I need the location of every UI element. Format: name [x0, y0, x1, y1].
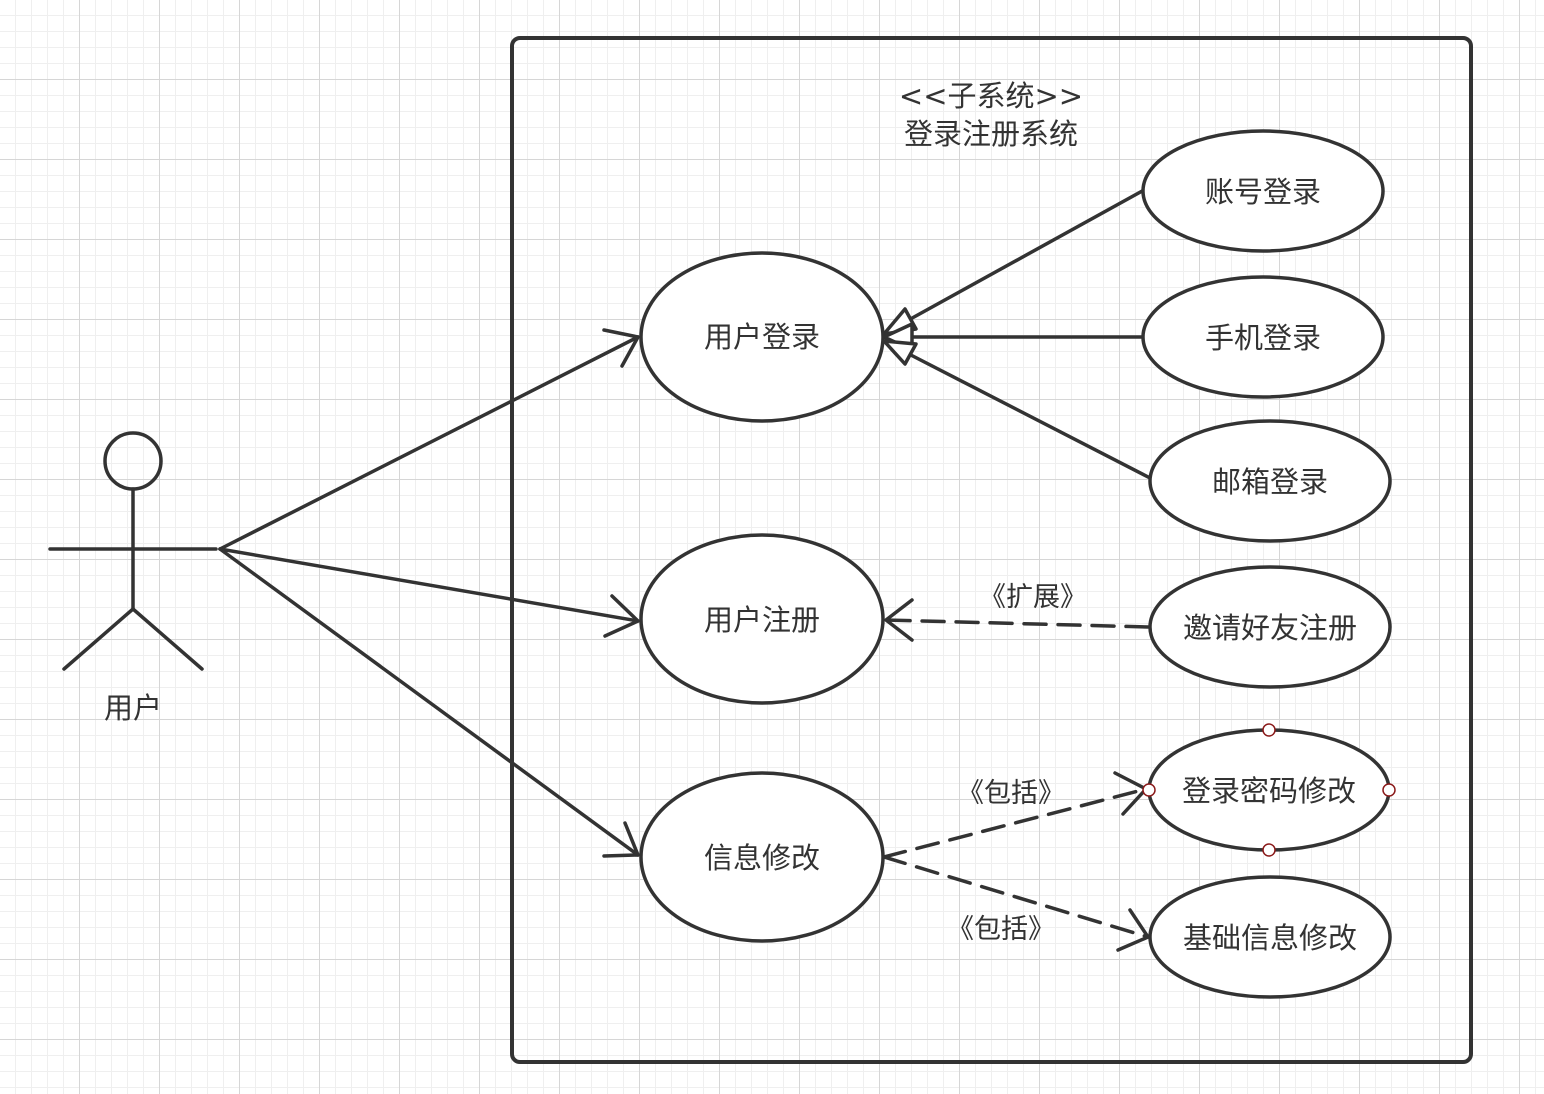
use-case-basic-info-modify[interactable]: 基础信息修改 — [1148, 875, 1392, 999]
actor-head — [103, 431, 163, 491]
include-relation-basic-info[interactable] — [882, 855, 1150, 952]
use-case-account-login[interactable]: 账号登录 — [1141, 129, 1385, 253]
system-boundary[interactable] — [510, 36, 1473, 1064]
use-case-invite-register-label: 邀请好友注册 — [1183, 611, 1357, 645]
use-case-info-modify-label: 信息修改 — [704, 841, 820, 875]
use-case-user-login[interactable]: 用户登录 — [639, 251, 885, 423]
extend-label: 《扩展》 — [979, 582, 1087, 613]
use-case-basic-info-modify-label: 基础信息修改 — [1183, 921, 1357, 955]
extend-relation[interactable] — [884, 598, 1150, 642]
use-case-phone-login[interactable]: 手机登录 — [1141, 275, 1385, 399]
generalization-email-login[interactable] — [903, 350, 1154, 481]
generalization-arrowhead-3 — [882, 339, 918, 366]
actor-user[interactable] — [48, 431, 218, 671]
system-stereotype: <<子系统>> — [899, 79, 1083, 113]
use-case-invite-register[interactable]: 邀请好友注册 — [1148, 565, 1392, 689]
resize-handle-right[interactable] — [1382, 783, 1396, 797]
actor-name: 用户 — [104, 691, 162, 725]
resize-handle-left[interactable] — [1142, 783, 1156, 797]
association-register[interactable] — [218, 547, 640, 638]
use-case-account-login-label: 账号登录 — [1205, 175, 1321, 209]
selection-handles[interactable] — [1142, 723, 1396, 857]
actor-leg-right — [131, 607, 204, 671]
generalization-account-login[interactable] — [903, 188, 1146, 324]
actor-leg-left — [62, 607, 135, 671]
association-login[interactable] — [218, 328, 640, 551]
use-case-user-login-label: 用户登录 — [704, 320, 820, 354]
system-name: 登录注册系统 — [904, 117, 1078, 151]
use-case-phone-login-label: 手机登录 — [1205, 321, 1321, 355]
use-case-password-modify-label: 登录密码修改 — [1182, 774, 1356, 808]
include-label-basic-info: 《包括》 — [947, 914, 1055, 945]
use-case-user-register[interactable]: 用户注册 — [639, 533, 885, 705]
use-case-info-modify[interactable]: 信息修改 — [639, 771, 885, 943]
use-case-email-login[interactable]: 邮箱登录 — [1148, 419, 1392, 543]
include-label-password: 《包括》 — [957, 778, 1065, 809]
resize-handle-top[interactable] — [1262, 723, 1276, 737]
use-case-user-register-label: 用户注册 — [704, 603, 820, 637]
use-case-email-login-label: 邮箱登录 — [1212, 465, 1328, 499]
association-info-modify[interactable] — [218, 547, 640, 858]
resize-handle-bottom[interactable] — [1262, 843, 1276, 857]
use-case-password-modify[interactable]: 登录密码修改 — [1147, 728, 1391, 852]
